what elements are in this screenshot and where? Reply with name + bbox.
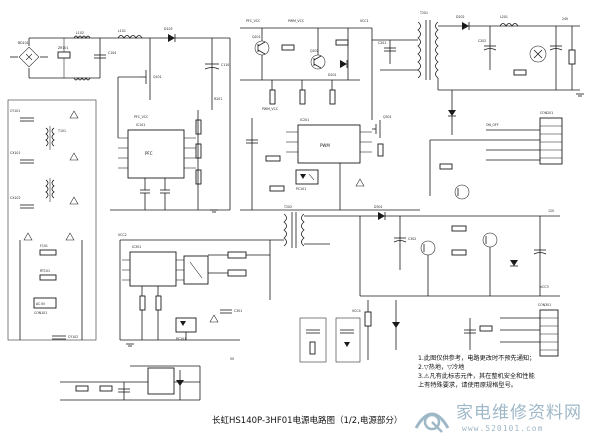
r201-label: R201 (214, 97, 222, 101)
t101-label: T101 (57, 129, 66, 133)
standby-transformer: T202 (283, 205, 360, 248)
con301-label: CON301 (538, 303, 551, 307)
rt101-label: RT101 (40, 269, 50, 273)
output-12v-section: D301 C302 12V VCC3 (359, 205, 560, 297)
ground-symbols (126, 93, 584, 347)
c202-label: C202 (478, 39, 486, 43)
pc101-label: PC101 (296, 187, 306, 191)
ac-in-label: AC IN (36, 302, 45, 306)
l102-label: L102 (76, 31, 84, 35)
note-line-3: 3.⚠凡有此标志元件，其在整机安全和性能 (418, 373, 535, 380)
v12-label: 12V (548, 209, 555, 213)
l201-label: L201 (500, 15, 508, 19)
vcc4-label: VCC4 (352, 309, 361, 313)
c201-label: C201 (378, 41, 386, 45)
c104-label: C104 (108, 51, 116, 55)
vcc1-label: VCC1 (360, 19, 369, 23)
pfc-ic-label: PFC (145, 151, 153, 156)
ic301-label: IC301 (132, 245, 141, 249)
t201-label: T201 (419, 11, 428, 15)
q201-label: Q201 (252, 35, 261, 39)
pwm-ic-label: PWM (320, 143, 330, 148)
pwm-top-section: Q201 Q202 PWM_VCC PFC_VCC D201 VCC1 (229, 19, 373, 210)
cx102-label: CX102 (10, 196, 21, 200)
on-off-label: ON_OFF (486, 123, 499, 127)
c301-label: C301 (234, 309, 242, 313)
d103-label: D103 (164, 27, 173, 31)
inductor-l102: L102 (73, 31, 91, 81)
note-line-2: 2.▽热地，▽冷地 (418, 364, 465, 371)
note-line-4: 上有特殊要求，请使用原规格型号。 (418, 382, 517, 389)
d202-label: D202 (456, 15, 465, 19)
output-24v-section: D202 C202 L201 24V (437, 15, 580, 135)
q101-label: Q101 (153, 75, 162, 79)
lower-connector-section: CON301 (464, 303, 559, 357)
t202-label: T202 (283, 205, 292, 209)
ac-input-section: BD101 L102 ZR101 CY101 CX101 (7, 31, 116, 341)
watermark-logo-icon (414, 412, 450, 433)
zr101-label: ZR101 (58, 46, 68, 50)
bridge-rectifier: BD101 (18, 41, 40, 68)
con101-label: CON101 (34, 311, 47, 315)
watermark-site-name: 家电维修资料网 (456, 403, 582, 423)
l101-label: L101 (118, 29, 126, 33)
pwm-vcc-mid-label: PWM_VCC (262, 107, 279, 111)
note-line-1: 1.此图仅供参考，电路更改时不预先通知； (418, 355, 536, 362)
q202-label: Q202 (310, 49, 319, 53)
v24-label: 24V (562, 17, 569, 21)
q301-label: Q301 (383, 115, 392, 119)
ic101-label: IC101 (136, 123, 145, 127)
c110-label: C110 (221, 63, 229, 67)
schematic-notes: 1.此图仅供参考，电路更改时不预先通知； 2.▽热地，▽冷地 3.⚠凡有此标志元… (418, 354, 598, 390)
pfc-section: L101 D103 C110 Q101 IC101 PFC PFC_VCC (100, 27, 230, 211)
d201-label: D201 (328, 73, 337, 77)
f101-label: F101 (40, 244, 48, 248)
bottom-aux-section: VCC4 5V (60, 300, 400, 401)
pwm-vcc-top-label: PWM_VCC (288, 19, 305, 23)
cy101-label: CY101 (10, 109, 20, 113)
main-transformer: T201 C201 (372, 11, 439, 80)
v5-label: 5V (230, 357, 235, 361)
cx101-label: CX101 (10, 151, 21, 155)
watermark-url: www.520101.com (462, 424, 544, 433)
pc201-label: PC201 (176, 337, 186, 341)
d301-label: D301 (374, 205, 383, 209)
standby-section: VCC2 IC301 PC201 C301 (118, 233, 284, 341)
con201-label: CON201 (540, 111, 553, 115)
diagram-title: 长虹HS140P-3HF01电源电路图（1/2,电源部分） (212, 416, 403, 426)
connector-section: CON201 ON_OFF (429, 111, 563, 200)
pwm-controller-section: PWM_VCC IC201 PWM Q301 PC101 (240, 107, 420, 211)
bd101-label: BD101 (18, 41, 29, 45)
vcc2-label: VCC2 (118, 233, 127, 237)
vcc3-label: VCC3 (540, 285, 549, 289)
c302-label: C302 (408, 237, 416, 241)
pfc-vcc-label: PFC_VCC (134, 115, 149, 119)
x-capacitor-stack: CY101 CX101 CX102 T101 F101 (7, 99, 97, 341)
cy102-label: CY102 (68, 335, 78, 339)
ic201-label: IC201 (300, 118, 309, 122)
pfc-vcc-top-label: PFC_VCC (246, 19, 261, 23)
